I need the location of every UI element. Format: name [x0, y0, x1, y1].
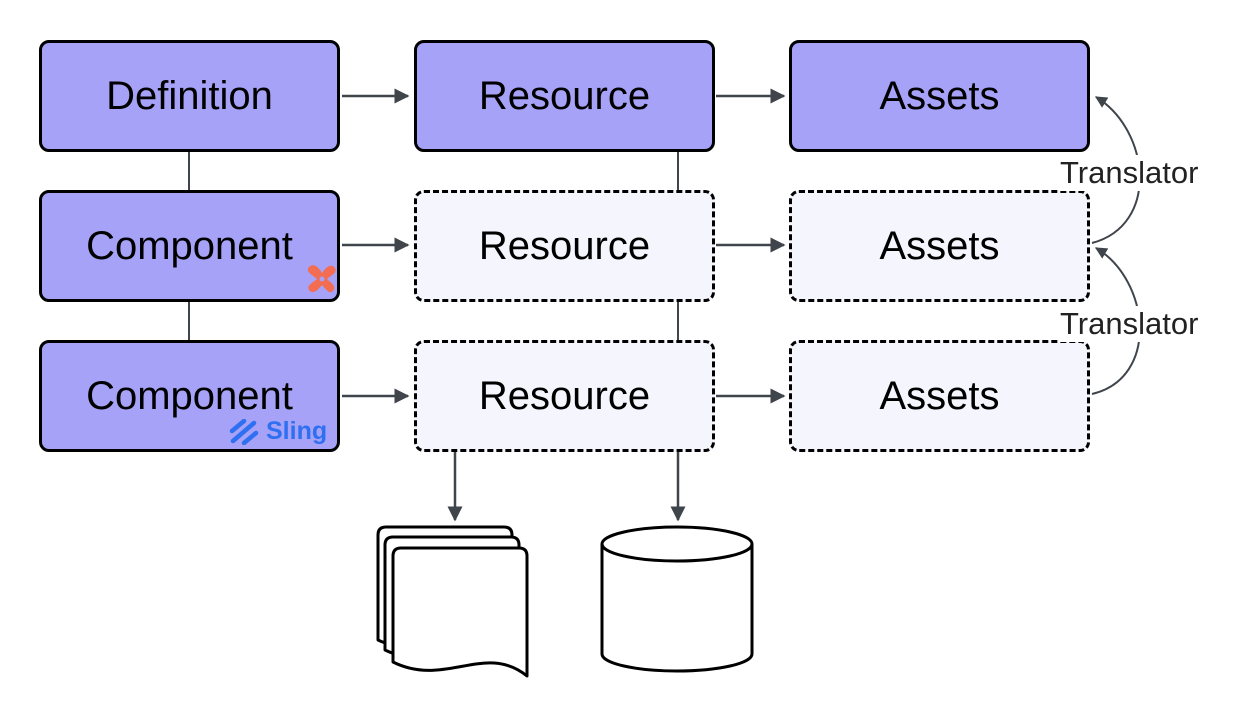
sling-badge: Sling — [228, 417, 327, 446]
resource-label-1: Resource — [478, 73, 651, 118]
sling-logo-icon — [229, 418, 259, 445]
component-label-1: Component — [86, 223, 293, 268]
translator-label-2: Translator — [1059, 306, 1200, 342]
assets-box-2: Assets — [789, 190, 1090, 302]
resource-label-3: Resource — [478, 373, 651, 418]
documents-icon — [376, 525, 529, 678]
translator-label-1: Translator — [1059, 155, 1200, 191]
dagster-x-icon — [307, 265, 336, 293]
database-icon — [600, 525, 754, 673]
resource-box-3: Resource — [414, 340, 715, 452]
component-label-2: Component — [86, 373, 293, 418]
resource-label-2: Resource — [478, 223, 651, 268]
resource-box-1: Resource — [414, 40, 715, 152]
assets-label-1: Assets — [879, 73, 1000, 118]
assets-box-3: Assets — [789, 340, 1090, 452]
assets-label-2: Assets — [879, 223, 1000, 268]
definition-box: Definition — [39, 40, 340, 152]
component-box-1: Component — [39, 190, 340, 302]
resource-box-2: Resource — [414, 190, 715, 302]
definition-label: Definition — [106, 73, 273, 118]
assets-label-3: Assets — [879, 373, 1000, 418]
component-box-2: Component — [39, 340, 340, 452]
sling-badge-label: Sling — [266, 417, 328, 445]
assets-box-1: Assets — [789, 40, 1090, 152]
